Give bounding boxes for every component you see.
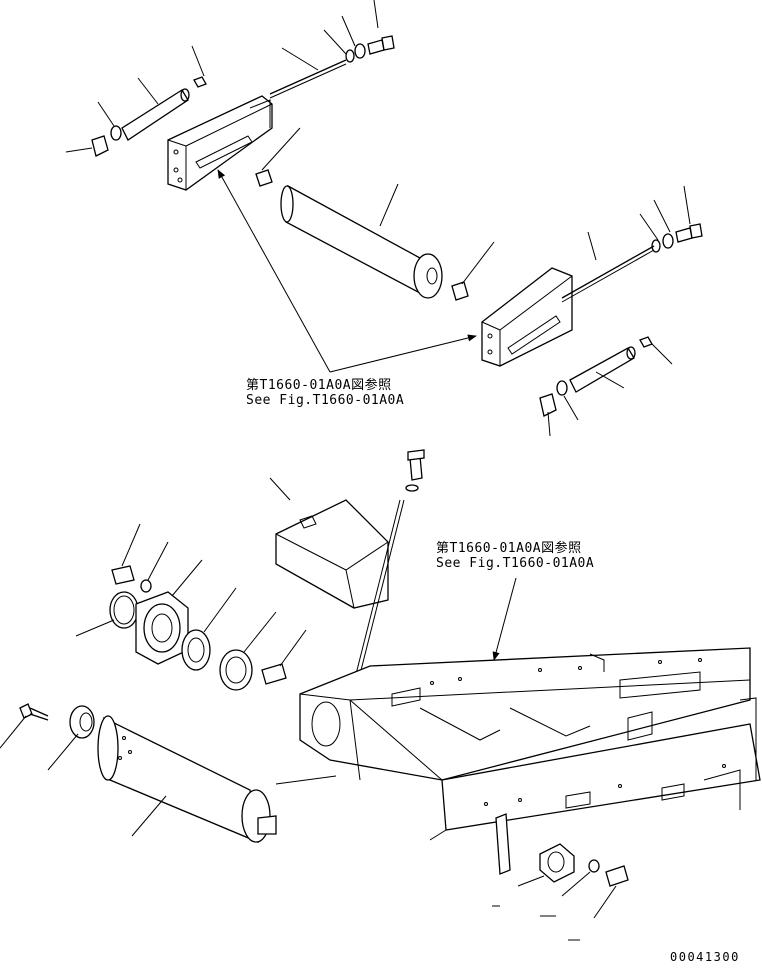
cover-plate [275, 499, 389, 609]
ring-bolt [261, 663, 287, 685]
right-washer-lower [556, 380, 568, 396]
right-bolt-long [561, 245, 655, 303]
upper-bracket-left [167, 95, 273, 191]
upper-nut [193, 76, 207, 88]
right-washer [662, 233, 674, 249]
upper-washer [354, 43, 366, 59]
cover-bolt [405, 449, 425, 492]
reference-label-upper: 第T1660-01A0A図参照 See Fig.T1660-01A0A [246, 378, 404, 408]
upper-pipe [121, 88, 190, 141]
end-hub [69, 705, 95, 739]
lower-bolt [605, 865, 629, 887]
upper-roller [280, 184, 443, 299]
long-bolt-lower [351, 499, 405, 691]
right-bolt-short [675, 223, 703, 243]
upper-fitting [255, 169, 273, 187]
right-pipe [569, 346, 636, 393]
upper-bolt-long [269, 59, 347, 99]
upper-bolt-short [367, 35, 395, 55]
reference-label-lower: 第T1660-01A0A図参照 See Fig.T1660-01A0A [436, 541, 594, 571]
stray-marks [492, 905, 580, 941]
o-ring [109, 591, 139, 629]
drawing-number: 00041300 [670, 950, 740, 964]
right-bracket [481, 267, 573, 367]
reference-label-upper-jp: 第T1660-01A0A図参照 [246, 378, 392, 393]
cover-ring [219, 649, 253, 691]
lower-washer [588, 859, 600, 873]
right-nut [639, 336, 653, 348]
upper-clip [91, 135, 109, 157]
seal-ring [181, 629, 211, 671]
right-washer-spring [651, 239, 661, 253]
reference-label-lower-en: See Fig.T1660-01A0A [436, 556, 595, 571]
reference-label-upper-en: See Fig.T1660-01A0A [246, 393, 405, 408]
flange-washer [140, 579, 152, 593]
track-frame [299, 647, 761, 841]
bearing-housing [135, 591, 189, 665]
upper-washer-left [110, 125, 122, 141]
leader-lines [0, 0, 691, 919]
right-fitting [451, 281, 469, 301]
upper-washer-spring [345, 49, 355, 63]
reference-arrow-lower [492, 577, 517, 661]
end-bolt [19, 703, 49, 721]
reference-label-lower-jp: 第T1660-01A0A図参照 [436, 541, 582, 556]
reference-arrows-upper [217, 169, 477, 373]
lower-bearing-housing [539, 843, 575, 883]
lower-bracket-stay [495, 813, 511, 875]
right-clip [539, 393, 557, 417]
idler-roller [97, 715, 277, 844]
flange-bolt [111, 565, 135, 585]
